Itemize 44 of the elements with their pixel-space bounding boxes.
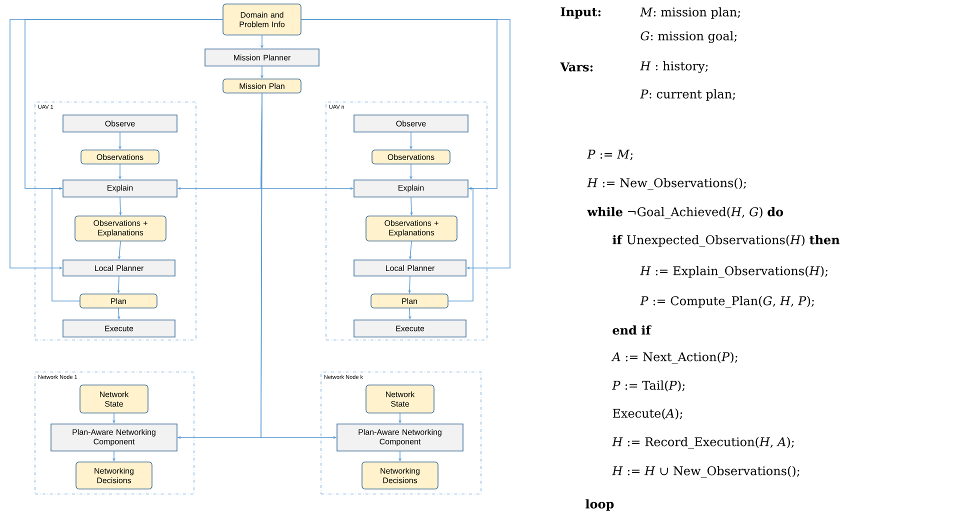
process-box: Explain [354,180,468,198]
rounded-box: Networking Decisions [362,462,438,490]
pseudocode-line: loop [586,499,614,511]
pseudocode-line: G: mission goal; [640,31,736,43]
process-box: Local Planner [62,260,176,276]
process-box: Execute [354,320,466,338]
pseudocode-line: end if [612,325,652,335]
rounded-box: Networking Decisions [76,462,152,490]
pseudocode-line: M: mission plan; [640,7,740,19]
rounded-box: Observations [80,150,160,164]
process-box: Execute [62,320,176,338]
process-box: Mission Planner [204,48,320,66]
process-box: Observe [354,114,468,132]
pseudocode-line: if Unexpected_Observations(H) then [612,235,840,247]
pseudocode-line: H := H ∪ New_Observations(); [612,466,800,478]
rounded-box: Observations + Explanations [74,216,166,242]
pseudocode-line: P: current plan; [640,89,735,101]
arrow [301,19,510,270]
rounded-box: Observations [372,150,450,164]
process-box: Plan-Aware Networking Component [50,424,178,452]
rounded-box: Domain and Problem Info [222,4,302,36]
rounded-box: Plan [370,294,448,308]
pseudocode-line: Execute(A); [612,408,682,420]
pseudocode-line: P := Compute_Plan(G, H, P); [640,296,814,308]
rounded-box: Observations + Explanations [366,216,458,242]
process-box: Local Planner [354,260,466,276]
pseudocode-line: Input: [560,7,601,19]
process-box: Plan-Aware Networking Component [336,424,464,452]
pseudocode-line: P := Tail(P); [612,380,684,392]
pseudocode-line: H := New_Observations(); [587,178,746,190]
pseudocode-line: P := M; [587,150,633,160]
rounded-box: Network State [366,384,434,414]
pseudocode-line: A := Next_Action(P); [611,352,738,364]
process-box: Observe [62,114,178,132]
rounded-box: Network State [80,384,148,414]
rounded-box: Mission Plan [222,78,302,94]
rounded-box: Plan [80,294,158,308]
pseudocode-line: H : history; [640,61,708,73]
pseudocode-line: H := Explain_Observations(H); [640,266,828,278]
process-box: Explain [62,180,178,198]
pseudocode-line: while ¬Goal_Achieved(H, G) do [587,207,784,219]
pseudocode-line: H := Record_Execution(H, A); [612,437,794,449]
pseudocode-line: Vars: [560,62,593,72]
arrow [52,186,80,302]
